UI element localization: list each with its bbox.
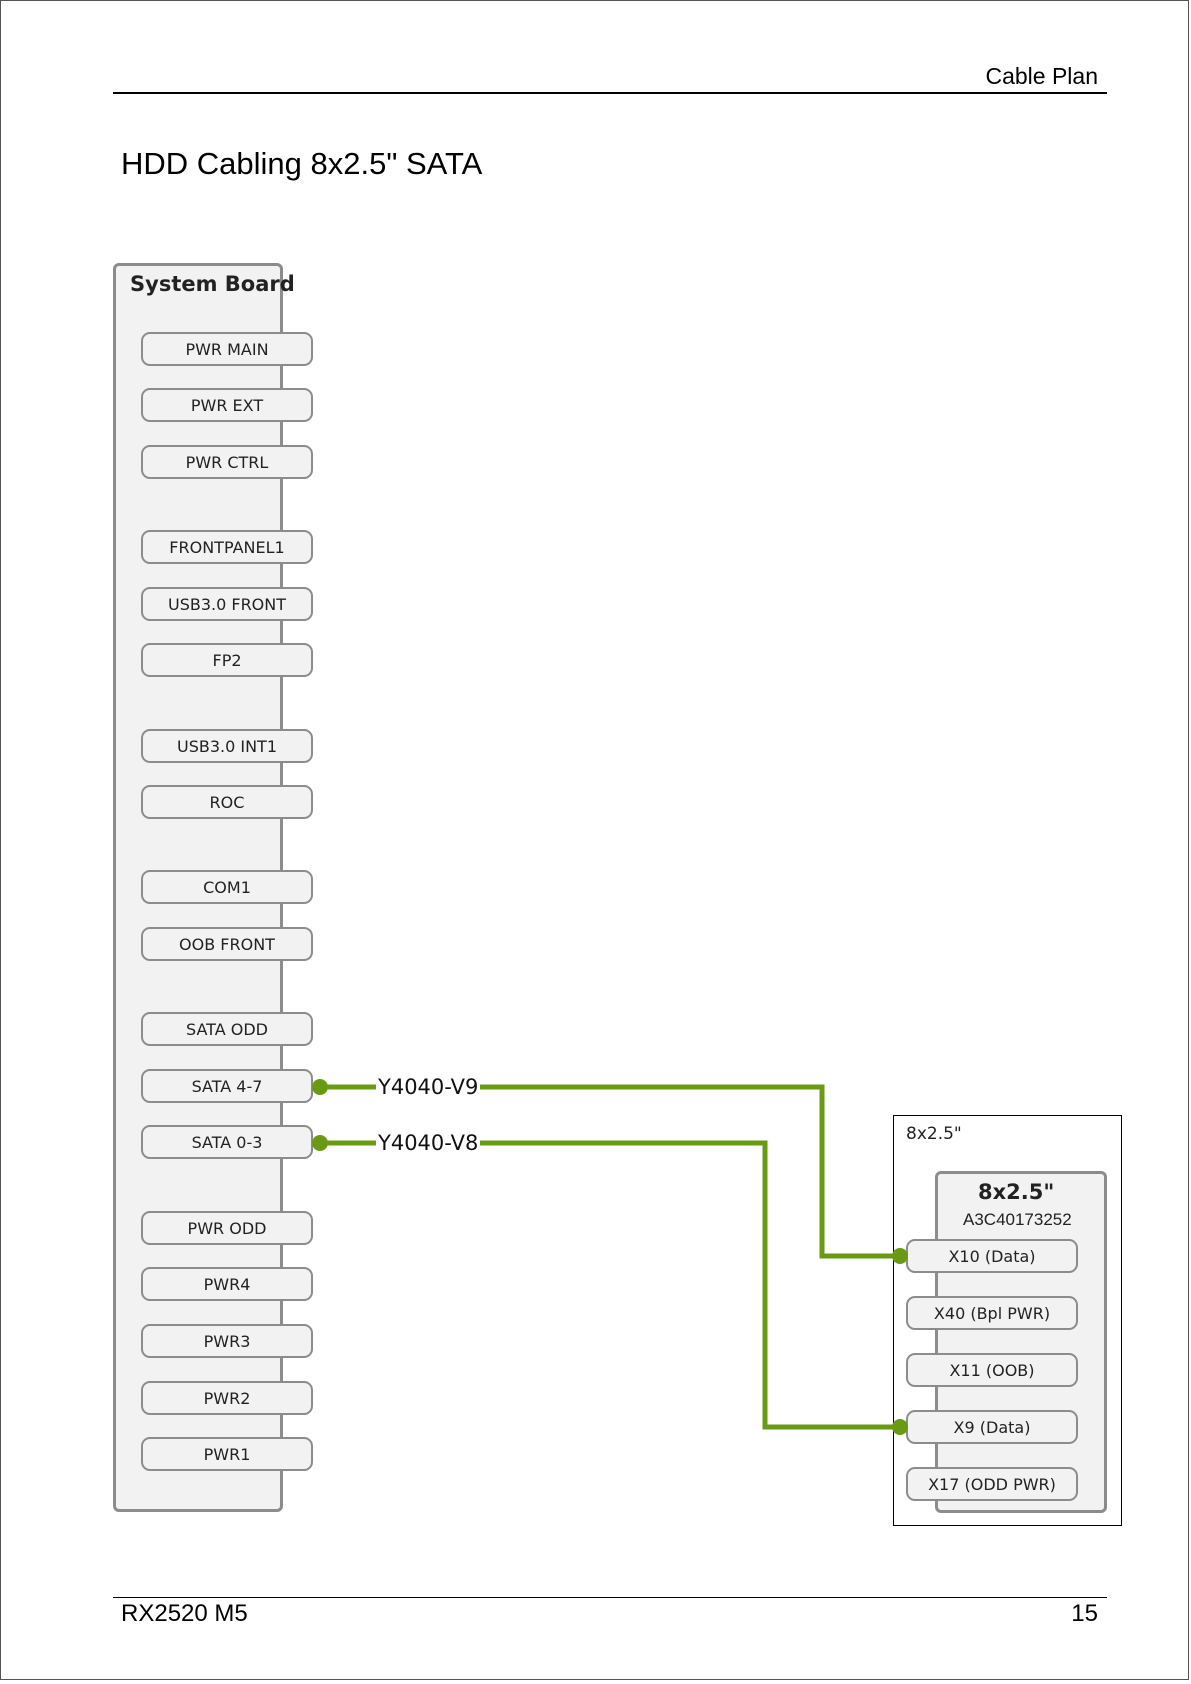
sb-connector-sata-odd: SATA ODD	[141, 1012, 313, 1046]
footer-rule	[113, 1597, 1107, 1598]
footer-model: RX2520 M5	[121, 1600, 248, 1627]
bp-connector-x11: X11 (OOB)	[906, 1353, 1078, 1387]
cable-y4040-v8	[320, 1140, 900, 1430]
sb-connector-oob-front: OOB FRONT	[141, 927, 313, 961]
bp-connector-x17: X17 (ODD PWR)	[906, 1467, 1078, 1501]
sb-connector-fp2: FP2	[141, 643, 313, 677]
backplane-enclosure-label: 8x2.5"	[906, 1124, 962, 1144]
sb-connector-frontpanel1: FRONTPANEL1	[141, 530, 313, 564]
cable-y4040-v9-start-dot	[312, 1079, 328, 1095]
backplane-board	[935, 1171, 1107, 1513]
sb-connector-pwr1: PWR1	[141, 1437, 313, 1471]
bp-connector-x9: X9 (Data)	[906, 1410, 1078, 1444]
bp-connector-x40: X40 (Bpl PWR)	[906, 1296, 1078, 1330]
header-rule	[113, 92, 1107, 94]
sb-connector-pwr2: PWR2	[141, 1381, 313, 1415]
sb-connector-sata-4-7: SATA 4-7	[141, 1069, 313, 1103]
backplane-part-number: A3C40173252	[963, 1210, 1072, 1229]
sb-connector-pwr-ext: PWR EXT	[141, 388, 313, 422]
sb-connector-usb3-int1: USB3.0 INT1	[141, 729, 313, 763]
section-header: Cable Plan	[985, 63, 1098, 89]
cable-y4040-v8-start-dot	[312, 1135, 328, 1151]
sb-connector-pwr3: PWR3	[141, 1324, 313, 1358]
cable-y4040-v8-end-dot	[892, 1419, 908, 1435]
system-board-label: System Board	[130, 272, 295, 296]
sb-connector-sata-0-3: SATA 0-3	[141, 1125, 313, 1159]
sb-connector-roc: ROC	[141, 785, 313, 819]
cable-y4040-v9	[320, 1084, 900, 1259]
page-title: HDD Cabling 8x2.5" SATA	[121, 146, 483, 181]
backplane-title: 8x2.5"	[978, 1180, 1055, 1204]
sb-connector-pwr4: PWR4	[141, 1267, 313, 1301]
cable-label-y4040-v8: Y4040-V8	[376, 1131, 481, 1155]
sb-connector-com1: COM1	[141, 870, 313, 904]
sb-connector-usb3-front: USB3.0 FRONT	[141, 587, 313, 621]
cable-y4040-v9-end-dot	[892, 1248, 908, 1264]
sb-connector-pwr-ctrl: PWR CTRL	[141, 445, 313, 479]
footer-page-number: 15	[1071, 1600, 1098, 1627]
cable-label-y4040-v9: Y4040-V9	[376, 1075, 481, 1099]
sb-connector-pwr-odd: PWR ODD	[141, 1211, 313, 1245]
sb-connector-pwr-main: PWR MAIN	[141, 332, 313, 366]
